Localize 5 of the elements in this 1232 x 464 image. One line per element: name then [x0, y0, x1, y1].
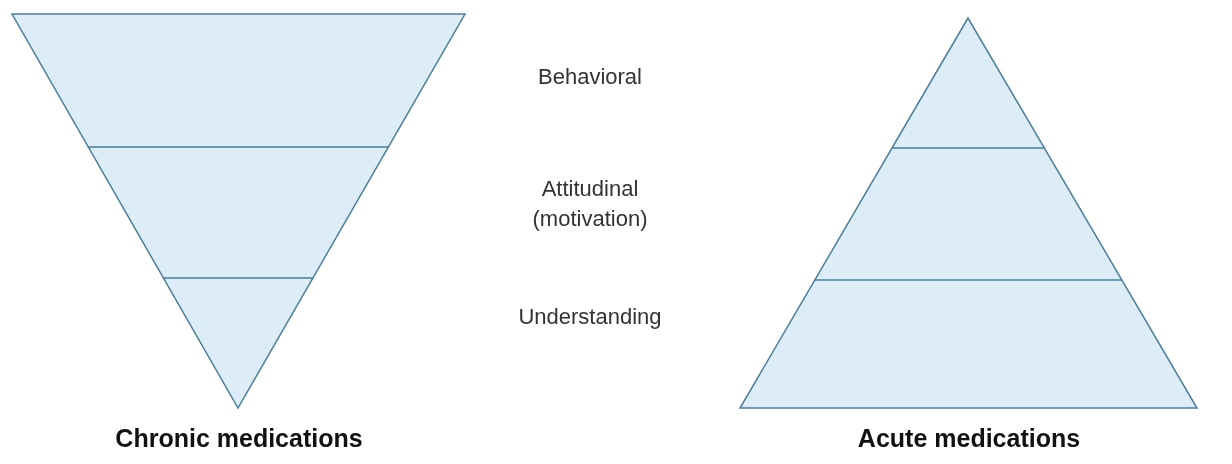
triangle-label: Acute medications	[856, 423, 1082, 454]
level-label: Attitudinal (motivation)	[531, 175, 649, 233]
triangle-label: Chronic medications	[114, 423, 364, 454]
level-label: Behavioral	[537, 63, 643, 91]
level-label: Understanding	[517, 303, 663, 331]
